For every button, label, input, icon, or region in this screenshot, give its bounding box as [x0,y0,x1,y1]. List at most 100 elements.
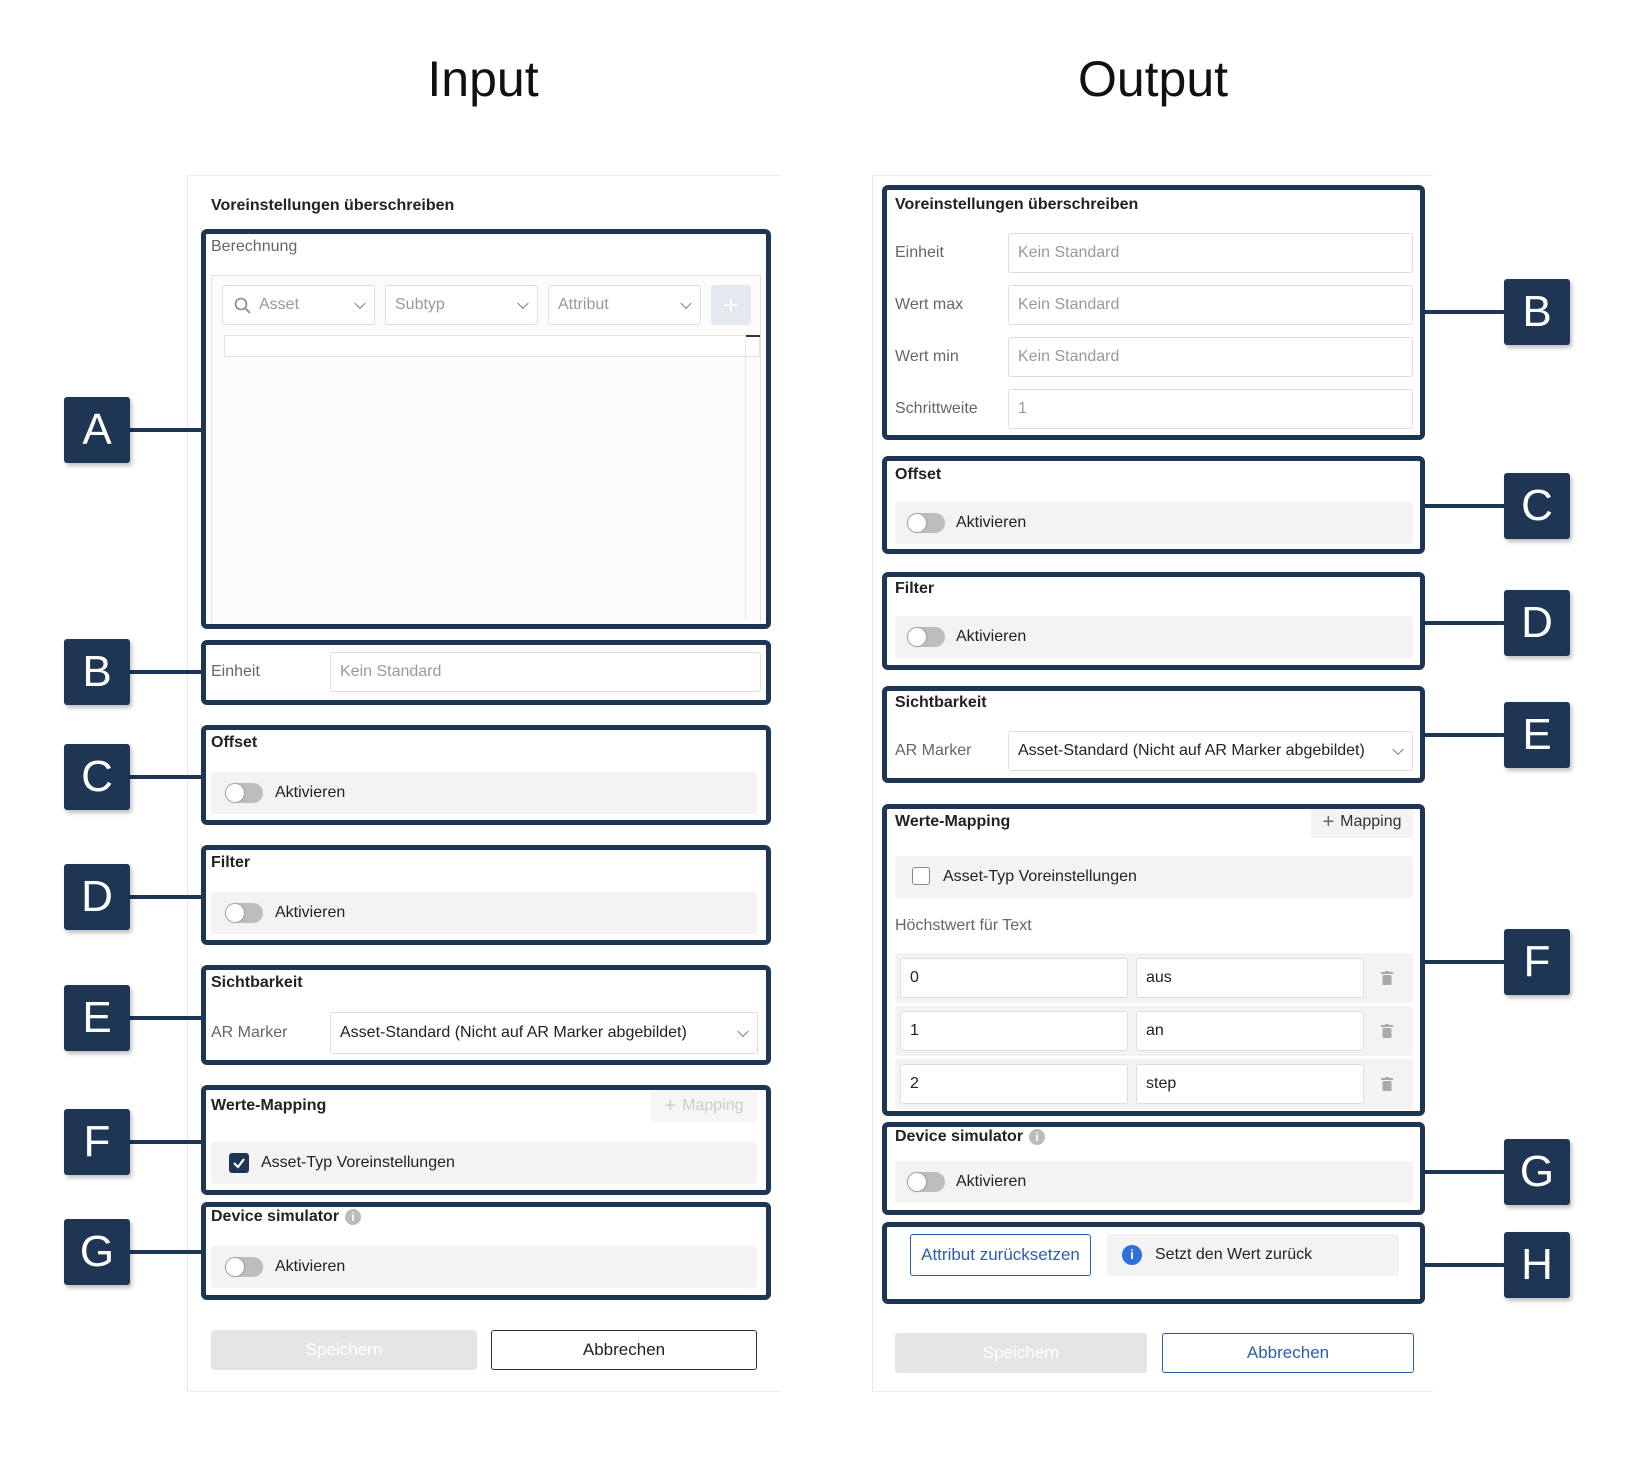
device-simulator-toggle-label: Aktivieren [956,1173,1027,1190]
offset-toggle-row[interactable]: Aktivieren [211,772,757,814]
mapping-value-input[interactable]: an [1136,1011,1364,1051]
connector-f [130,1140,202,1144]
cancel-button[interactable]: Abbrechen [491,1330,757,1370]
highlight-f [201,1085,771,1195]
mapping-key-input[interactable]: 0 [900,958,1128,998]
ar-marker-label: AR Marker [895,742,972,759]
device-simulator-switch[interactable] [225,1257,263,1277]
filter-toggle-row[interactable]: Aktivieren [895,616,1413,658]
werte-mapping-title: Werte-Mapping [895,813,1011,830]
mapping-key-input[interactable]: 2 [900,1064,1128,1104]
filter-switch[interactable] [907,627,945,647]
device-simulator-toggle-row[interactable]: Aktivieren [211,1246,757,1288]
highlight-e [882,686,1425,783]
wert-min-field[interactable]: Kein Standard [1008,337,1413,377]
ar-marker-value: Asset-Standard (Nicht auf AR Marker abge… [1018,742,1365,759]
schrittweite-field[interactable]: 1 [1008,389,1413,429]
highlight-c [882,456,1425,554]
schrittweite-label: Schrittweite [895,400,978,417]
badge-f: F [1504,929,1570,995]
reset-hint-text: Setzt den Wert zurück [1155,1246,1313,1263]
check-icon [233,1158,245,1169]
formula-input[interactable] [224,335,760,357]
highlight-d [882,572,1425,670]
output-title: Output [1077,51,1229,107]
connector-b [130,670,202,674]
mapping-key-input[interactable]: 1 [900,1011,1128,1051]
filter-title: Filter [211,854,251,871]
ar-marker-select[interactable]: Asset-Standard (Nicht auf AR Marker abge… [330,1012,758,1054]
mapping-value-input[interactable]: step [1136,1064,1364,1104]
badge-g: G [1504,1139,1570,1205]
attribut-select[interactable]: Attribut [548,285,701,325]
device-simulator-toggle-label: Aktivieren [275,1258,346,1275]
ar-marker-select[interactable]: Asset-Standard (Nicht auf AR Marker abge… [1008,731,1413,771]
badge-b: B [64,639,130,705]
connector-g [130,1250,202,1254]
mapping-value-input[interactable]: aus [1136,958,1364,998]
sichtbarkeit-title: Sichtbarkeit [895,694,987,711]
filter-title: Filter [895,580,935,597]
badge-b: B [1504,279,1570,345]
add-calculation-button[interactable]: + [711,285,751,325]
offset-toggle-row[interactable]: Aktivieren [895,502,1413,544]
offset-toggle-label: Aktivieren [956,514,1027,531]
wert-max-label: Wert max [895,296,964,313]
save-button[interactable]: Speichern [895,1333,1147,1373]
offset-switch[interactable] [907,513,945,533]
offset-title: Offset [211,734,258,751]
checkbox-unchecked[interactable] [912,867,930,885]
info-icon[interactable]: i [1029,1128,1046,1145]
berechnung-box [211,275,761,625]
offset-switch[interactable] [225,783,263,803]
filter-switch[interactable] [225,903,263,923]
highlight-f [882,804,1425,1116]
badge-c: C [1504,473,1570,539]
attribut-select-label: Attribut [558,296,609,313]
device-simulator-title: Device simulator i [211,1208,362,1226]
scrollbar-thumb[interactable] [746,335,760,337]
highlight-c [201,725,771,825]
cancel-button[interactable]: Abbrechen [1162,1333,1414,1373]
asset-select[interactable]: Asset [222,285,375,325]
filter-toggle-row[interactable]: Aktivieren [211,892,757,934]
checkbox-checked[interactable] [229,1153,249,1173]
device-simulator-toggle-row[interactable]: Aktivieren [895,1161,1413,1203]
asset-type-checkbox-label: Asset-Typ Voreinstellungen [261,1154,455,1171]
ar-marker-label: AR Marker [211,1024,288,1041]
connector-a [130,428,202,432]
trash-icon[interactable] [1381,1077,1393,1091]
trash-icon[interactable] [1381,1024,1393,1038]
connector-f [1424,960,1504,964]
add-mapping-label: Mapping [1340,813,1402,830]
device-simulator-switch[interactable] [907,1172,945,1192]
device-simulator-title-text: Device simulator [211,1208,340,1225]
reset-attribute-button[interactable]: Attribut zurücksetzen [910,1234,1091,1276]
badge-e: E [1504,702,1570,768]
asset-type-checkbox-row[interactable]: Asset-Typ Voreinstellungen [895,856,1413,898]
subtyp-select[interactable]: Subtyp [385,285,538,325]
badge-e: E [64,985,130,1051]
info-icon[interactable]: i [345,1208,362,1225]
output-header: Voreinstellungen überschreiben [895,196,1139,213]
plus-icon: + [664,1094,677,1117]
trash-icon[interactable] [1381,971,1393,985]
add-mapping-button[interactable]: + Mapping [1311,806,1413,838]
scrollbar-track [745,340,746,620]
badge-d: D [64,864,130,930]
offset-title: Offset [895,466,942,483]
wert-max-field[interactable]: Kein Standard [1008,285,1413,325]
badge-c: C [64,744,130,810]
connector-c [1424,504,1504,508]
einheit-field[interactable]: Kein Standard [330,652,761,692]
add-mapping-button[interactable]: + Mapping [650,1090,758,1122]
sichtbarkeit-title: Sichtbarkeit [211,974,303,991]
einheit-field[interactable]: Kein Standard [1008,233,1413,273]
connector-e [130,1016,202,1020]
ar-marker-value: Asset-Standard (Nicht auf AR Marker abge… [340,1024,687,1041]
asset-type-checkbox-row[interactable]: Asset-Typ Voreinstellungen [211,1142,757,1184]
highlight-a [201,229,771,629]
save-button[interactable]: Speichern [211,1330,477,1370]
subtyp-select-label: Subtyp [395,296,445,313]
